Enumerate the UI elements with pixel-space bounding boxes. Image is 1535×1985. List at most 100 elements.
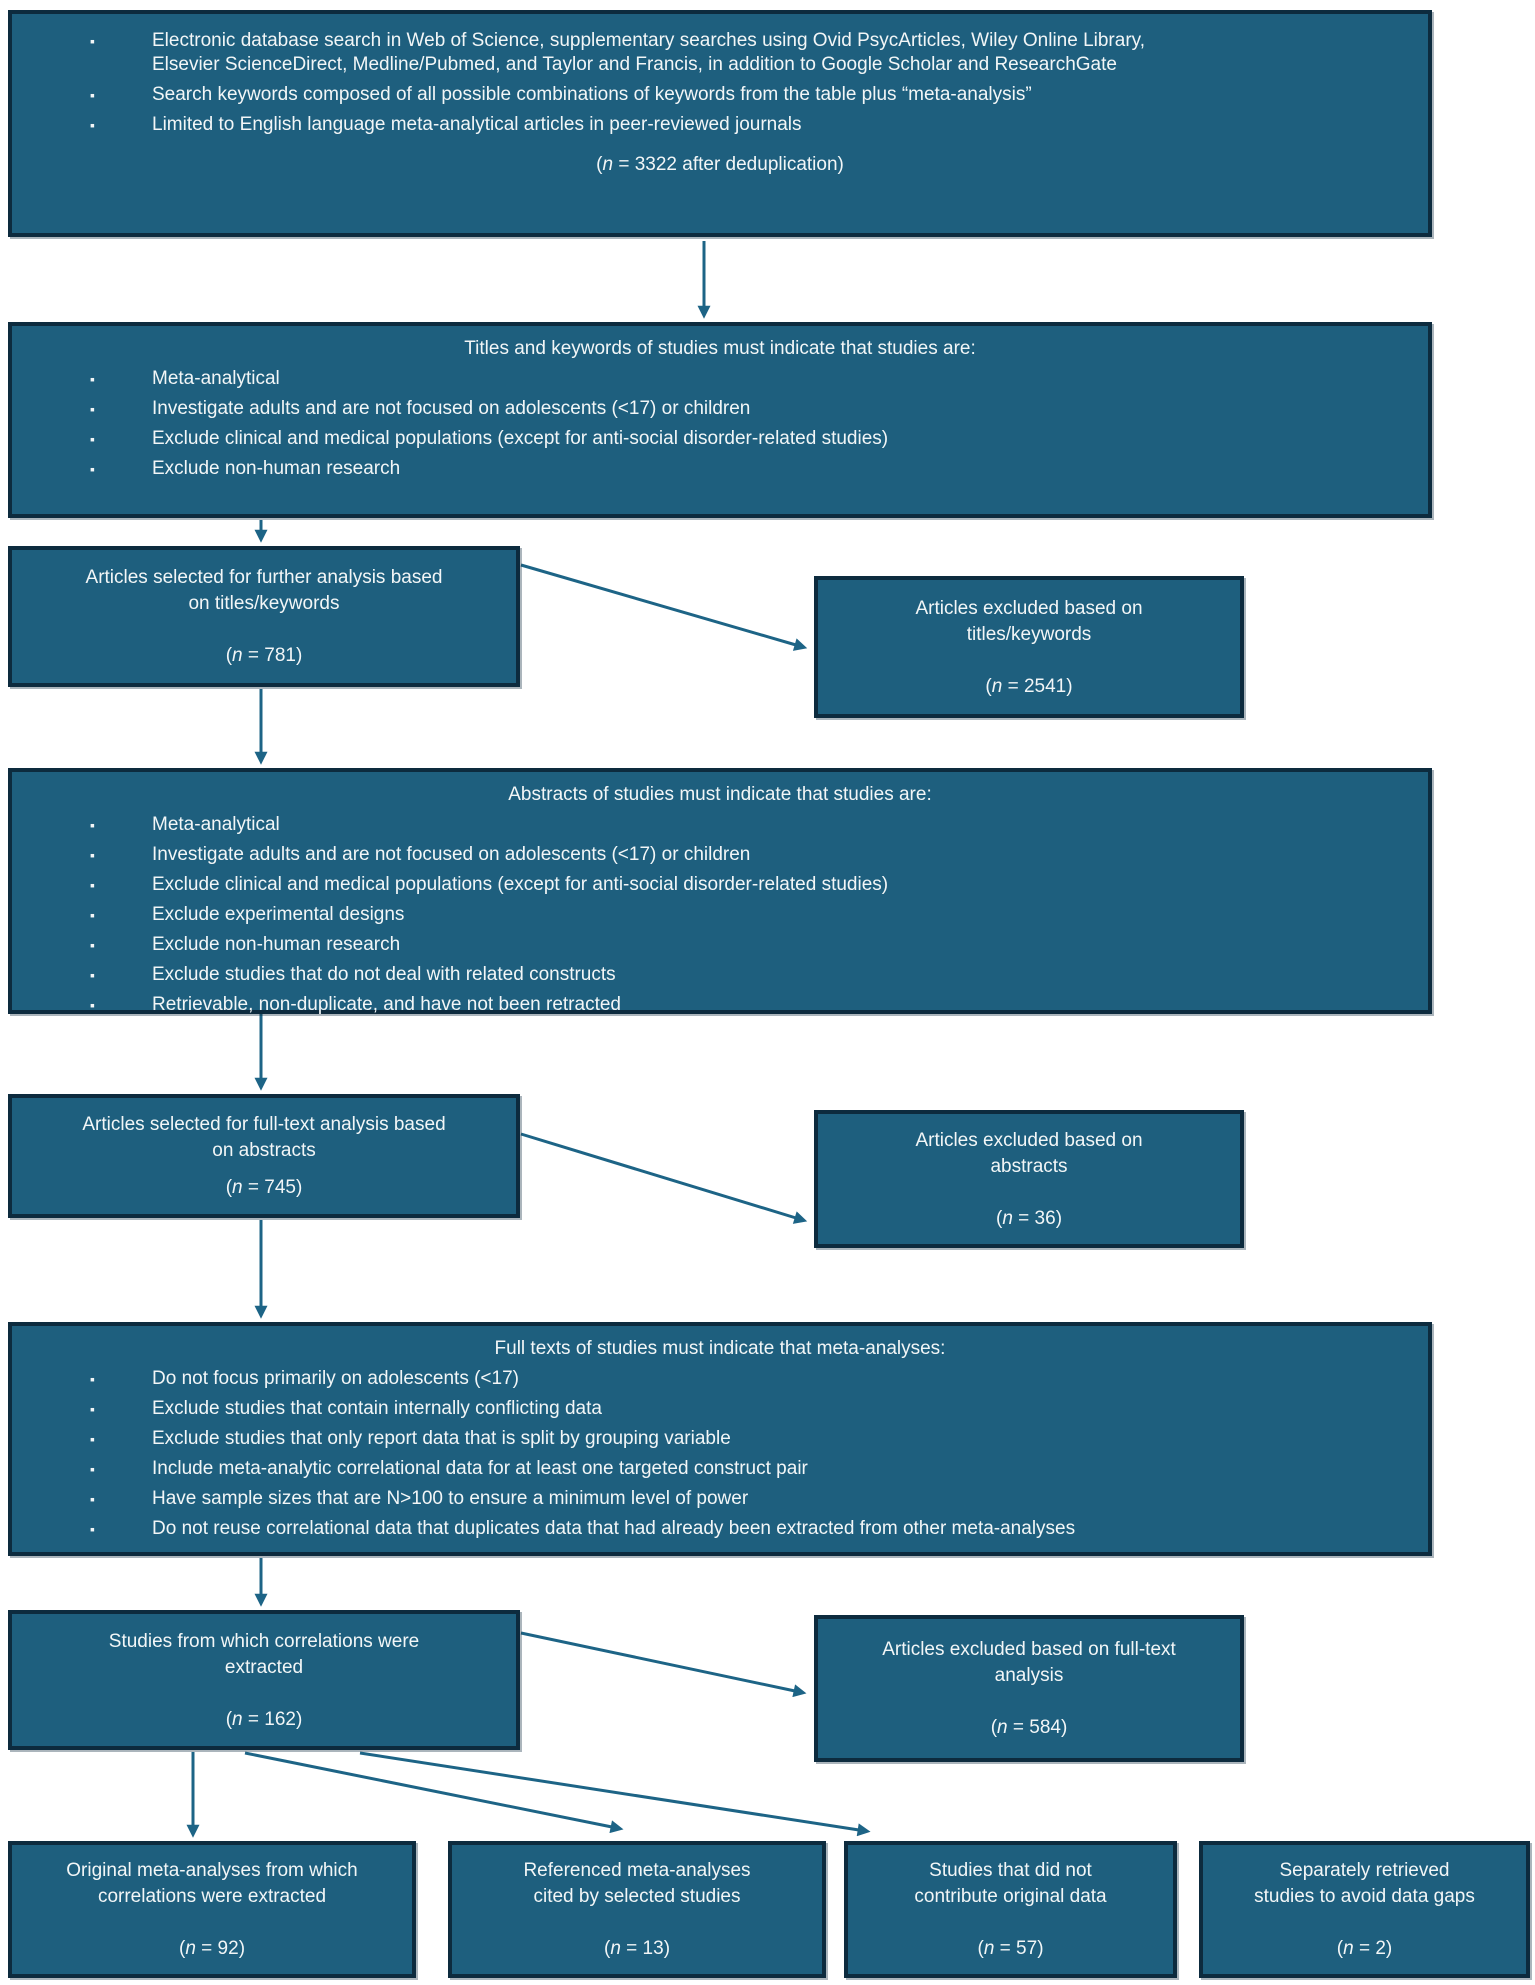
box-abstract-criteria: Abstracts of studies must indicate that … — [8, 768, 1432, 1017]
box-excluded-by-titles: Articles excluded based on titles/keywor… — [814, 576, 1244, 718]
count-value: 781 — [264, 645, 296, 666]
bullet-item: Investigate adults and are not focused o… — [12, 397, 1428, 421]
n-symbol: n — [983, 1938, 995, 1959]
search-count: (n = 3322 after deduplication) — [12, 153, 1428, 177]
count-value: 584 — [1029, 1717, 1061, 1738]
count-open: ( — [985, 675, 992, 697]
n-symbol: n — [1002, 1207, 1013, 1229]
count-close: ) — [295, 1177, 303, 1198]
box-search-strategy: Electronic database search in Web of Sci… — [8, 10, 1432, 237]
box-selected-by-abstracts: Articles selected for full-text analysis… — [8, 1094, 520, 1218]
criteria-header: Abstracts of studies must indicate that … — [508, 784, 932, 805]
count-open: ( — [225, 1708, 233, 1730]
count-open: ( — [995, 1207, 1003, 1229]
count-close: ) — [1037, 1938, 1044, 1959]
bullet-item: Do not focus primarily on adolescents (<… — [12, 1367, 1428, 1391]
bullet-item: Exclude studies that only report data th… — [12, 1427, 1428, 1451]
box-title-keyword-criteria: Titles and keywords of studies must indi… — [8, 322, 1432, 518]
bullet-item: Exclude non-human research — [12, 933, 1428, 957]
box-text-line: titles/keywords — [966, 623, 1092, 645]
box-text-line: contribute original data — [914, 1886, 1107, 1907]
count-label: (n = 162) — [226, 1708, 303, 1732]
bullet-item: Exclude studies that contain internally … — [12, 1397, 1428, 1421]
count-value: 13 — [642, 1938, 664, 1959]
box-text-line: Separately retrieved — [1279, 1860, 1450, 1881]
bullet-item: Search keywords composed of all possible… — [12, 83, 1212, 107]
criteria-bullets: Meta-analyticalInvestigate adults and ar… — [12, 367, 1428, 481]
count-eq: = — [242, 645, 265, 666]
count-close: ) — [1060, 1717, 1068, 1738]
count-eq: = — [613, 154, 635, 175]
count-value: 3322 after deduplication — [634, 154, 838, 175]
count-open: ( — [990, 1717, 998, 1738]
box-text-line: Articles excluded based on full-text — [882, 1639, 1176, 1660]
count-eq: = — [1012, 1207, 1035, 1229]
count-label: (n = 745) — [226, 1176, 303, 1200]
box-text-line: on abstracts — [212, 1140, 316, 1161]
box-referenced-meta-analyses: Referenced meta-analyses cited by select… — [448, 1841, 826, 1978]
box-text-line: Referenced meta-analyses — [523, 1860, 751, 1881]
count-close: ) — [1055, 1207, 1063, 1229]
n-symbol: n — [185, 1938, 196, 1959]
bullet-item: Electronic database search in Web of Sci… — [12, 29, 1212, 77]
box-text-line: studies to avoid data gaps — [1254, 1886, 1475, 1907]
criteria-header: Titles and keywords of studies must indi… — [464, 338, 976, 359]
bullet-item: Investigate adults and are not focused o… — [12, 843, 1428, 867]
bullet-item: Limited to English language meta-analyti… — [12, 113, 1212, 137]
count-value: 162 — [264, 1708, 296, 1730]
n-symbol: n — [1343, 1938, 1354, 1959]
arrow-selected-titles-to-excluded — [520, 563, 808, 651]
box-text-line: cited by selected studies — [533, 1886, 741, 1907]
n-symbol: n — [232, 645, 243, 666]
box-text-line: analysis — [994, 1665, 1064, 1686]
count-close: ) — [1385, 1938, 1393, 1959]
box-text-line: Articles selected for further analysis b… — [85, 567, 443, 588]
count-label: (n = 781) — [226, 644, 303, 668]
arrow-extracted-to-excluded — [520, 1631, 807, 1698]
box-text-line: Studies from which correlations were — [108, 1630, 420, 1652]
count-label: (n = 57) — [977, 1937, 1043, 1961]
count-label: (n = 36) — [996, 1207, 1062, 1231]
count-open: ( — [178, 1938, 186, 1959]
bullet-item: Do not reuse correlational data that dup… — [12, 1517, 1428, 1541]
box-excluded-by-abstracts: Articles excluded based on abstracts (n … — [814, 1110, 1244, 1248]
count-label: (n = 2541) — [985, 675, 1072, 699]
count-close: ) — [295, 645, 303, 666]
count-eq: = — [242, 1708, 265, 1730]
count-label: (n = 13) — [604, 1937, 670, 1961]
count-eq: = — [242, 1177, 265, 1198]
n-symbol: n — [991, 675, 1003, 697]
arrow-extracted-to-no-original — [359, 1751, 871, 1837]
box-text-line: Original meta-analyses from which — [66, 1860, 358, 1881]
count-value: 36 — [1034, 1207, 1056, 1229]
count-eq: = — [620, 1938, 643, 1959]
count-eq: = — [1007, 1717, 1030, 1738]
count-close: ) — [295, 1708, 303, 1730]
count-label: (n = 584) — [991, 1716, 1068, 1740]
box-text-line: Articles excluded based on — [915, 1129, 1143, 1151]
box-original-meta-analyses: Original meta-analyses from which correl… — [8, 1841, 416, 1978]
count-close: ) — [1066, 675, 1073, 697]
bullet-item: Exclude clinical and medical populations… — [12, 427, 1428, 451]
arrow-extracted-to-referenced — [244, 1751, 624, 1834]
n-symbol: n — [602, 154, 614, 175]
n-symbol: n — [610, 1938, 621, 1959]
n-symbol: n — [232, 1177, 243, 1198]
count-close: ) — [238, 1938, 246, 1959]
box-fulltext-criteria: Full texts of studies must indicate that… — [8, 1322, 1432, 1556]
bullet-item: Exclude studies that do not deal with re… — [12, 963, 1428, 987]
count-open: ( — [603, 1938, 611, 1959]
count-value: 57 — [1016, 1938, 1038, 1959]
count-eq: = — [1353, 1938, 1376, 1959]
box-text-line: abstracts — [990, 1155, 1068, 1177]
count-open: ( — [977, 1938, 984, 1959]
count-open: ( — [225, 1177, 233, 1198]
count-open: ( — [596, 154, 603, 175]
n-symbol: n — [232, 1708, 243, 1730]
bullet-item: Exclude clinical and medical populations… — [12, 873, 1428, 897]
search-bullet-list: Electronic database search in Web of Sci… — [12, 29, 1428, 137]
box-text-line: Articles excluded based on — [915, 597, 1143, 619]
box-text-line: Articles selected for full-text analysis… — [82, 1114, 446, 1135]
count-value: 2 — [1375, 1938, 1386, 1959]
